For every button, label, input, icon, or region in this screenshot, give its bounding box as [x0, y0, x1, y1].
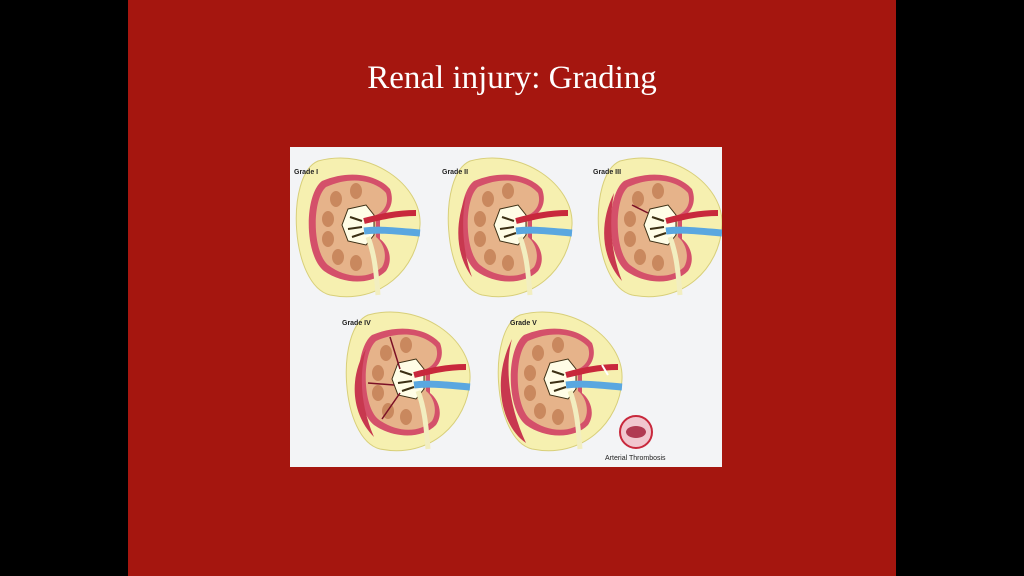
grade-2-label: Grade II: [442, 169, 469, 176]
grade-3-label: Grade III: [593, 169, 622, 176]
grade-4-label: Grade IV: [342, 320, 371, 327]
arterial-thrombosis-caption: Arterial Thrombosis: [605, 455, 666, 462]
arterial-thrombosis-inset: [619, 415, 653, 449]
kidney-grade-5: [498, 312, 622, 451]
kidney-grade-3: [598, 158, 722, 297]
renal-grading-figure: Grade I Grade II Grade III Grade IV Grad…: [290, 147, 722, 467]
kidney-grade-4: [346, 312, 470, 451]
grade-5-label: Grade V: [510, 320, 537, 327]
grade-1-label: Grade I: [294, 169, 319, 176]
slide-title: Renal injury: Grading: [367, 60, 657, 96]
slide: Renal injury: Grading: [128, 0, 896, 576]
kidney-grade-2: [448, 158, 572, 297]
kidney-illustrations: [290, 147, 722, 467]
kidney-grade-1: [296, 158, 420, 297]
